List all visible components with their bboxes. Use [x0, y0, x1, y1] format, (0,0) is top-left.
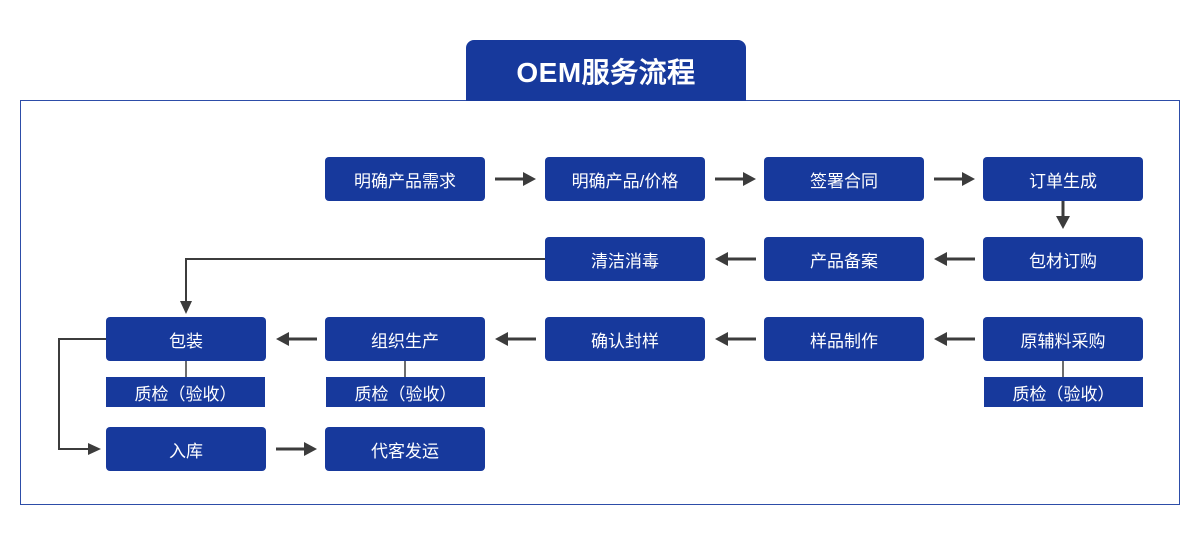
diagram-title: OEM服务流程: [466, 40, 746, 101]
step-warehousing: 入库: [106, 427, 266, 471]
step-cleaning-disinfection: 清洁消毒: [545, 237, 705, 281]
qc-raw-materials: 质检（验收）: [984, 377, 1143, 407]
step-order-generation: 订单生成: [983, 157, 1143, 201]
step-confirm-product-requirements: 明确产品需求: [325, 157, 485, 201]
step-sample-making: 样品制作: [764, 317, 924, 361]
step-raw-material-procurement: 原辅料采购: [983, 317, 1143, 361]
step-organize-production: 组织生产: [325, 317, 485, 361]
step-confirm-product-price: 明确产品/价格: [545, 157, 705, 201]
step-packaging-material-purchase: 包材订购: [983, 237, 1143, 281]
qc-packaging: 质检（验收）: [106, 377, 265, 407]
step-shipping-for-client: 代客发运: [325, 427, 485, 471]
step-sign-contract: 签署合同: [764, 157, 924, 201]
step-product-registration: 产品备案: [764, 237, 924, 281]
qc-production: 质检（验收）: [326, 377, 485, 407]
step-confirm-sealed-sample: 确认封样: [545, 317, 705, 361]
step-packaging: 包装: [106, 317, 266, 361]
